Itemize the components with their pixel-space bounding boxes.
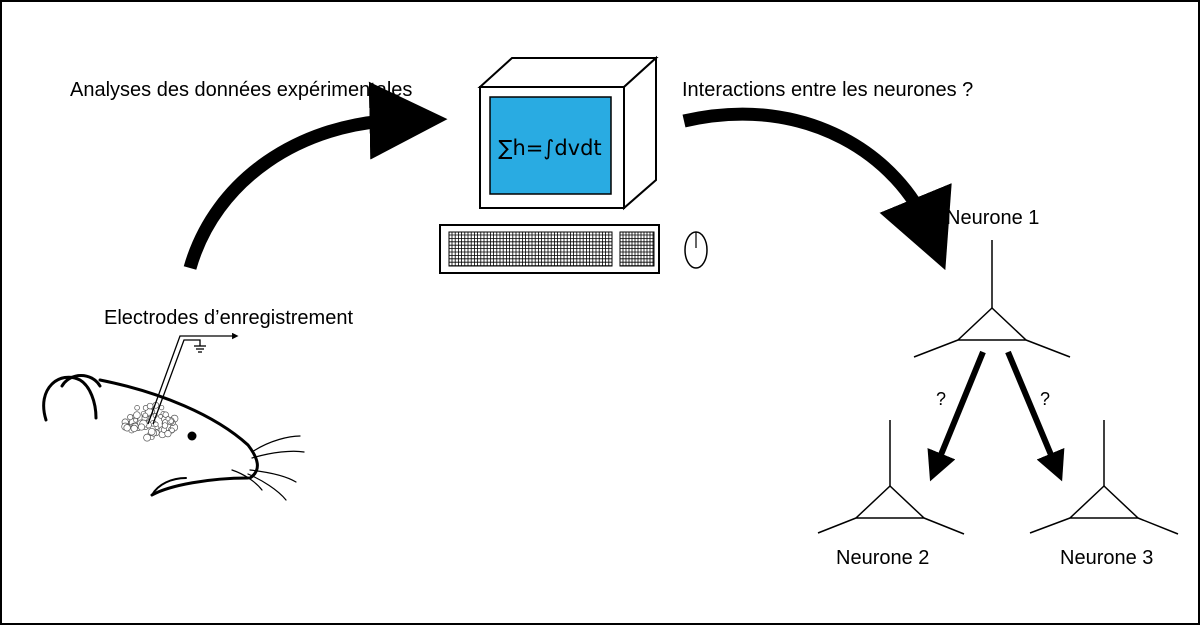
keyboard-keys xyxy=(449,232,654,267)
brain-cell xyxy=(153,421,159,427)
brain-cell xyxy=(127,414,134,421)
curved-arrow-to-neurons xyxy=(682,107,952,271)
keyboard-icon xyxy=(439,224,660,274)
brain-cell xyxy=(165,416,171,422)
brain-cells xyxy=(121,401,179,442)
brain-cell xyxy=(123,424,131,432)
question-mark-right: ? xyxy=(1040,389,1050,409)
analysis-label: Analyses des données expérimentales xyxy=(70,79,412,101)
brain-cell xyxy=(162,411,169,418)
arrow-neuron1-to-neuron2 xyxy=(927,350,986,482)
brain-cell xyxy=(142,412,149,419)
question-mark-left: ? xyxy=(936,389,946,409)
neuron-2-label: Neurone 2 xyxy=(836,547,929,569)
computer-screen xyxy=(489,96,612,195)
brain-cell xyxy=(137,423,146,431)
neuron-3 xyxy=(1029,420,1179,535)
computer-mouse-icon xyxy=(684,231,708,269)
screen-formula: ∑h=∫dvdt xyxy=(498,136,601,160)
brain-cell xyxy=(169,427,175,434)
brain-cell xyxy=(134,405,140,411)
computer-icon: ∑h=∫dvdt xyxy=(477,55,659,211)
neuron-1 xyxy=(913,240,1071,358)
brain-cell xyxy=(147,427,156,436)
brain-cell xyxy=(133,411,141,419)
neuron-1-label: Neurone 1 xyxy=(946,207,1039,229)
rat-head-icon xyxy=(42,374,305,501)
arrow-neuron1-to-neuron3 xyxy=(1005,350,1065,482)
brain-cell xyxy=(146,402,154,410)
brain-cell xyxy=(161,422,169,429)
brain-cell xyxy=(164,430,172,438)
electrodes-label: Electrodes d’enregistrement xyxy=(104,307,353,329)
electrode-icon xyxy=(147,332,239,425)
neuron-2 xyxy=(817,420,965,535)
curved-arrow-to-computer xyxy=(183,81,448,270)
brain-cell xyxy=(133,417,138,423)
brain-cell xyxy=(158,414,163,419)
brain-cell xyxy=(130,424,138,433)
neuron-3-label: Neurone 3 xyxy=(1060,547,1153,569)
interactions-label: Interactions entre les neurones ? xyxy=(682,79,973,101)
brain-cell xyxy=(143,433,151,442)
